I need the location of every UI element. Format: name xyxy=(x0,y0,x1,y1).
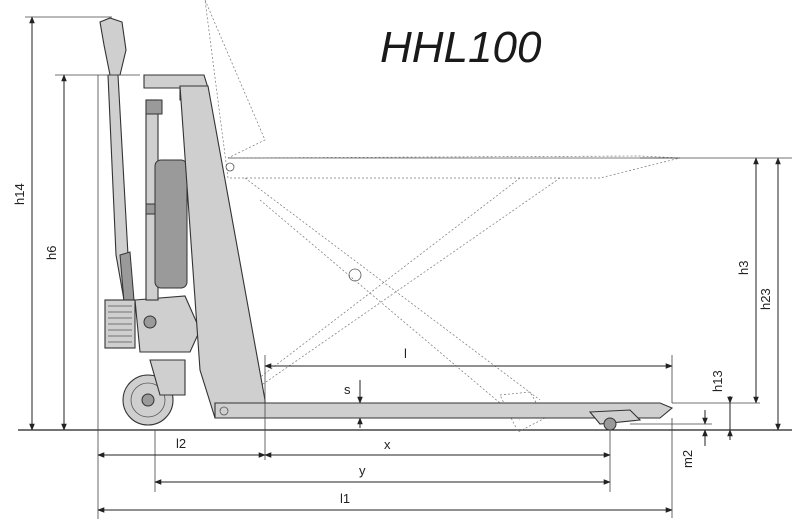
label-h6: h6 xyxy=(44,246,59,260)
label-x: x xyxy=(384,437,391,452)
label-h23: h23 xyxy=(758,288,773,310)
label-h3: h3 xyxy=(736,261,751,275)
label-h14: h14 xyxy=(12,183,27,205)
raised-platform xyxy=(204,0,681,433)
steering-wheel xyxy=(122,359,186,426)
label-l2: l2 xyxy=(176,436,186,451)
model-title: HHL100 xyxy=(380,23,542,72)
fork xyxy=(214,402,674,431)
label-m2: m2 xyxy=(680,450,695,468)
label-y: y xyxy=(359,463,366,478)
hydraulic-pump xyxy=(104,295,201,353)
label-l: l xyxy=(404,346,407,361)
chassis-frame xyxy=(179,85,266,419)
label-l1: l1 xyxy=(340,491,350,506)
battery-box xyxy=(154,159,188,289)
label-s: s xyxy=(344,382,351,397)
label-h13: h13 xyxy=(710,370,725,392)
tiller-handle xyxy=(99,17,135,303)
